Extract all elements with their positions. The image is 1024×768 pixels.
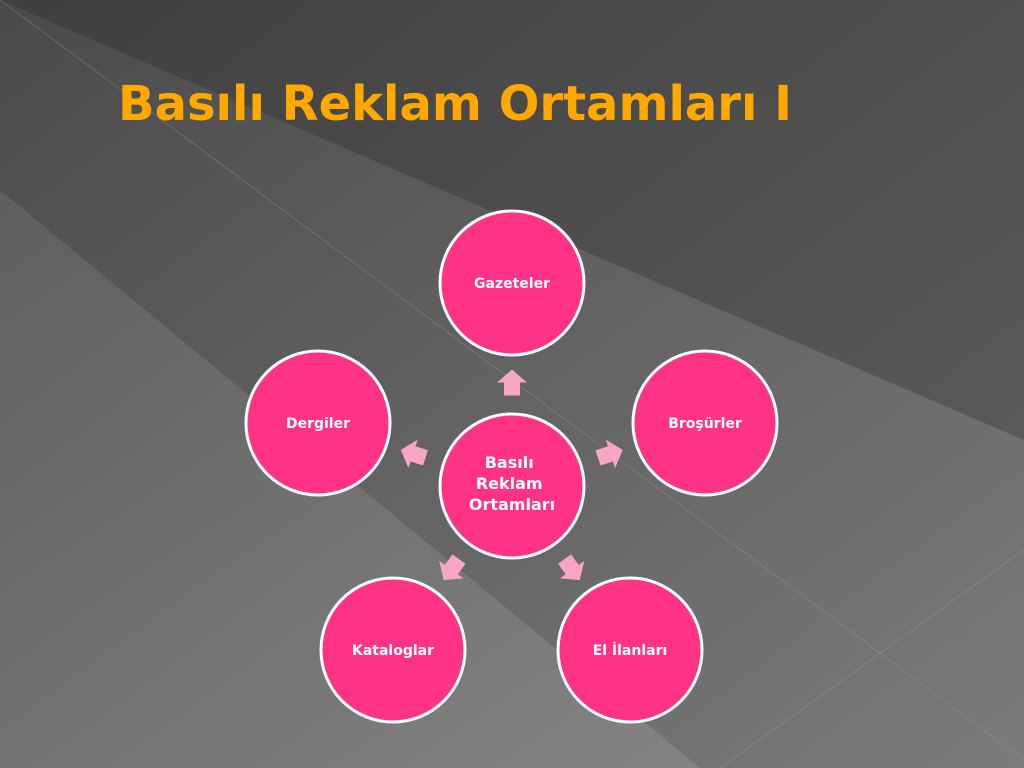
- center-label-line: Reklam: [476, 474, 543, 493]
- node-label: El İlanları: [593, 642, 668, 659]
- node-label: Kataloglar: [352, 643, 434, 659]
- diagram-center-node: Basılı Reklam Ortamları: [438, 412, 586, 560]
- arrow-to-el-ilanlari: [558, 554, 585, 581]
- node-gazeteler: Gazeteler: [438, 209, 586, 357]
- center-circle: [438, 412, 586, 560]
- node-label: Dergiler: [286, 416, 350, 432]
- slide-title: Basılı Reklam Ortamları I: [118, 76, 792, 132]
- center-label: Basılı Reklam Ortamları: [469, 453, 555, 514]
- node-label: Broşürler: [668, 416, 742, 432]
- node-label: Gazeteler: [474, 276, 550, 292]
- node-circle: [244, 349, 392, 497]
- node-el-ilanlari: El İlanları: [556, 576, 704, 724]
- node-kataloglar: Kataloglar: [319, 576, 467, 724]
- center-label-line: Basılı: [485, 453, 534, 472]
- arrow-to-dergiler: [400, 439, 428, 469]
- node-dergiler: Dergiler: [244, 349, 392, 497]
- background-corner-line: [719, 549, 1024, 768]
- node-brosurler: Broşürler: [631, 349, 779, 497]
- arrow-to-brosurler: [595, 439, 623, 469]
- center-label-line: Ortamları: [469, 495, 555, 514]
- node-circle: [631, 349, 779, 497]
- node-circle: [319, 576, 467, 724]
- node-circle: [438, 209, 586, 357]
- diagram-arrows: [400, 369, 623, 581]
- arrow-to-gazeteler: [497, 369, 527, 396]
- node-circle: [556, 576, 704, 724]
- arrow-to-kataloglar: [439, 554, 466, 581]
